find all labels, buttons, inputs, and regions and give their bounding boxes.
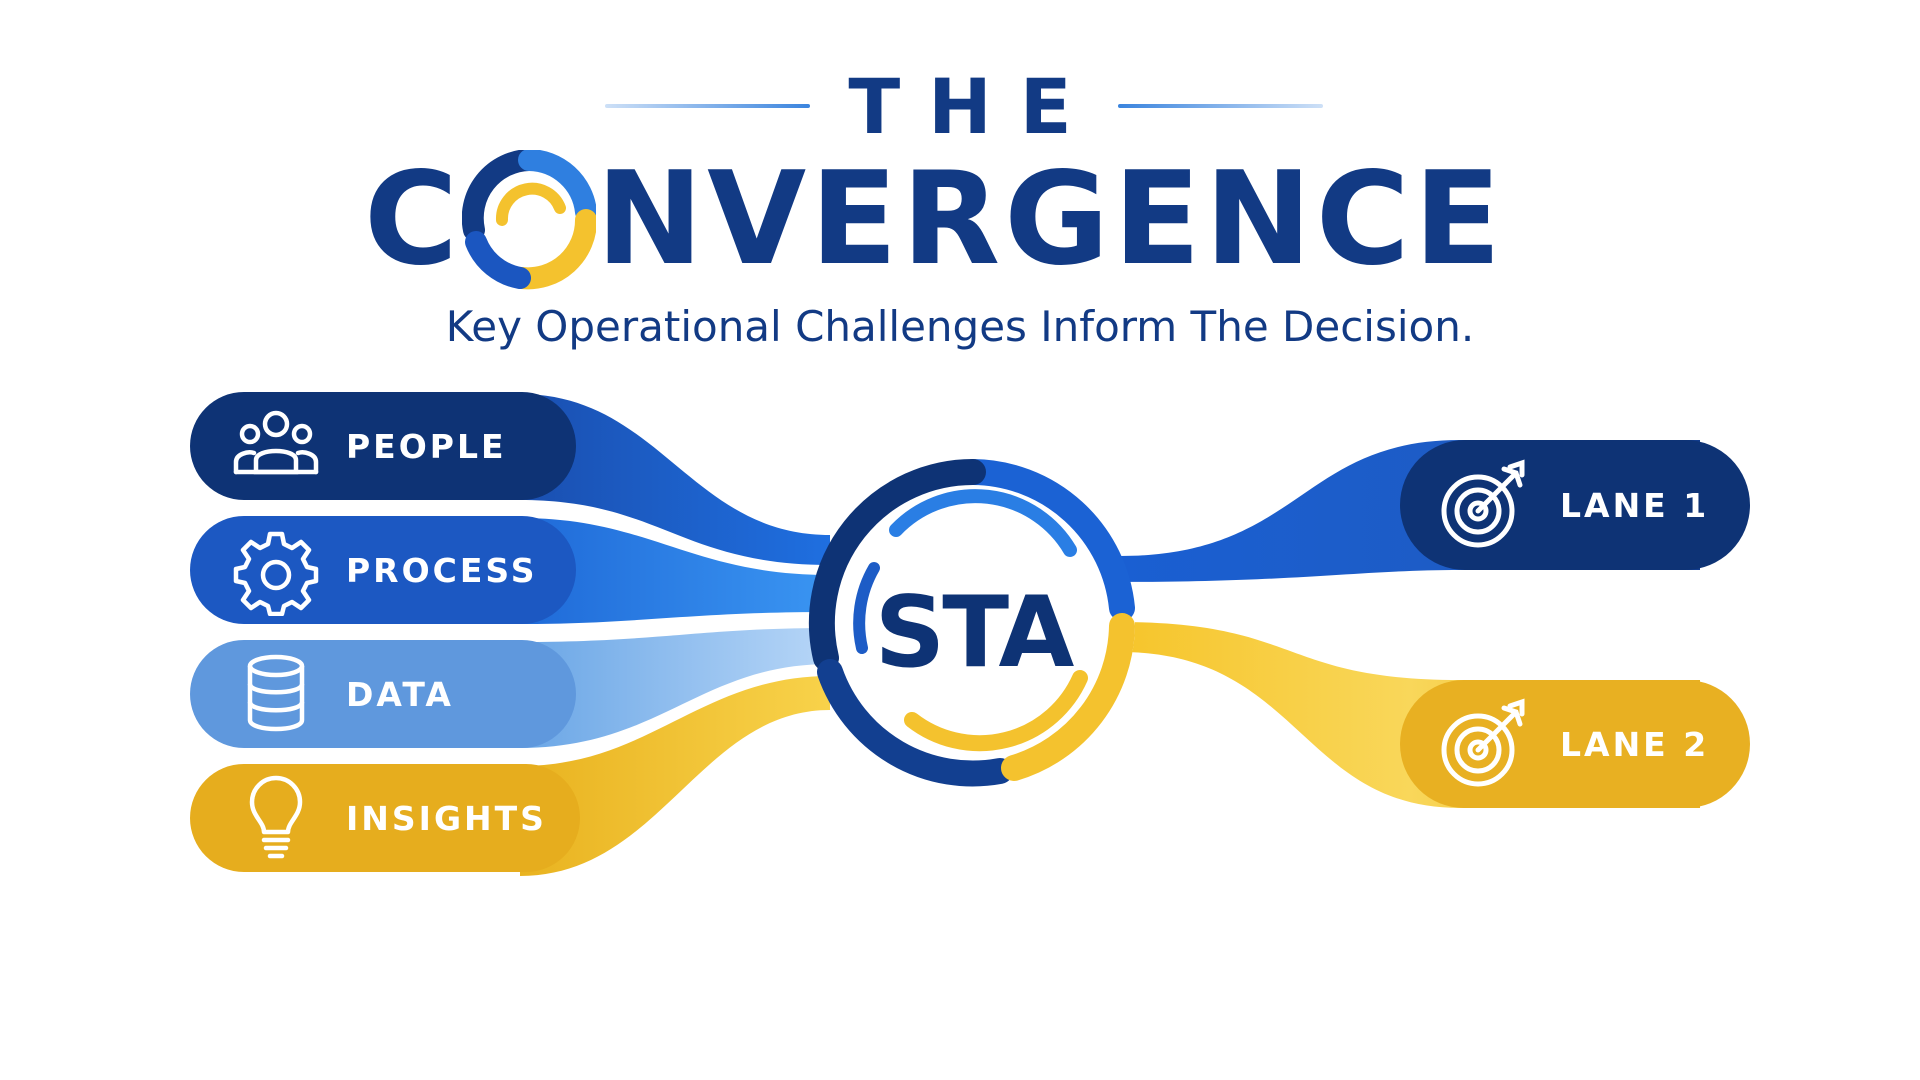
title-end: NVERGENCE	[595, 145, 1506, 294]
header-eyebrow: THE	[848, 62, 1100, 151]
input-label-process: PROCESS	[346, 550, 538, 590]
hub-label: STA	[874, 576, 1075, 690]
database-icon	[230, 648, 322, 740]
subtitle: Key Operational Challenges Inform The De…	[445, 302, 1475, 351]
hub-swirl-icon	[808, 459, 1135, 787]
input-pill-insights: INSIGHTS	[190, 764, 580, 872]
flow-process	[520, 518, 830, 624]
page-title: C NVERGENCE	[364, 150, 1574, 290]
input-pill-people: PEOPLE	[190, 392, 576, 500]
hub-ring: STA	[800, 458, 1146, 788]
gear-icon	[230, 524, 322, 616]
header-rule-left	[605, 104, 810, 108]
input-pill-process: PROCESS	[190, 516, 576, 624]
output-pill-lane-1: LANE 1	[1400, 440, 1750, 570]
output-pill-lane-2: LANE 2	[1400, 680, 1750, 808]
flow-people	[520, 394, 830, 565]
input-label-people: PEOPLE	[346, 426, 507, 466]
target-icon	[1438, 698, 1530, 790]
input-label-insights: INSIGHTS	[346, 798, 547, 838]
output-label-lane-1: LANE 1	[1560, 485, 1710, 525]
lightbulb-icon	[230, 772, 322, 864]
input-pill-data: DATA	[190, 640, 576, 748]
people-icon	[230, 400, 322, 492]
output-label-lane-2: LANE 2	[1560, 724, 1710, 764]
target-icon	[1438, 459, 1530, 551]
flow-data	[520, 628, 830, 748]
swirl-o-icon	[461, 150, 596, 290]
flow-insights	[520, 676, 830, 876]
input-label-data: DATA	[346, 674, 454, 714]
title-start: C	[364, 145, 462, 294]
header-rule-right	[1118, 104, 1323, 108]
